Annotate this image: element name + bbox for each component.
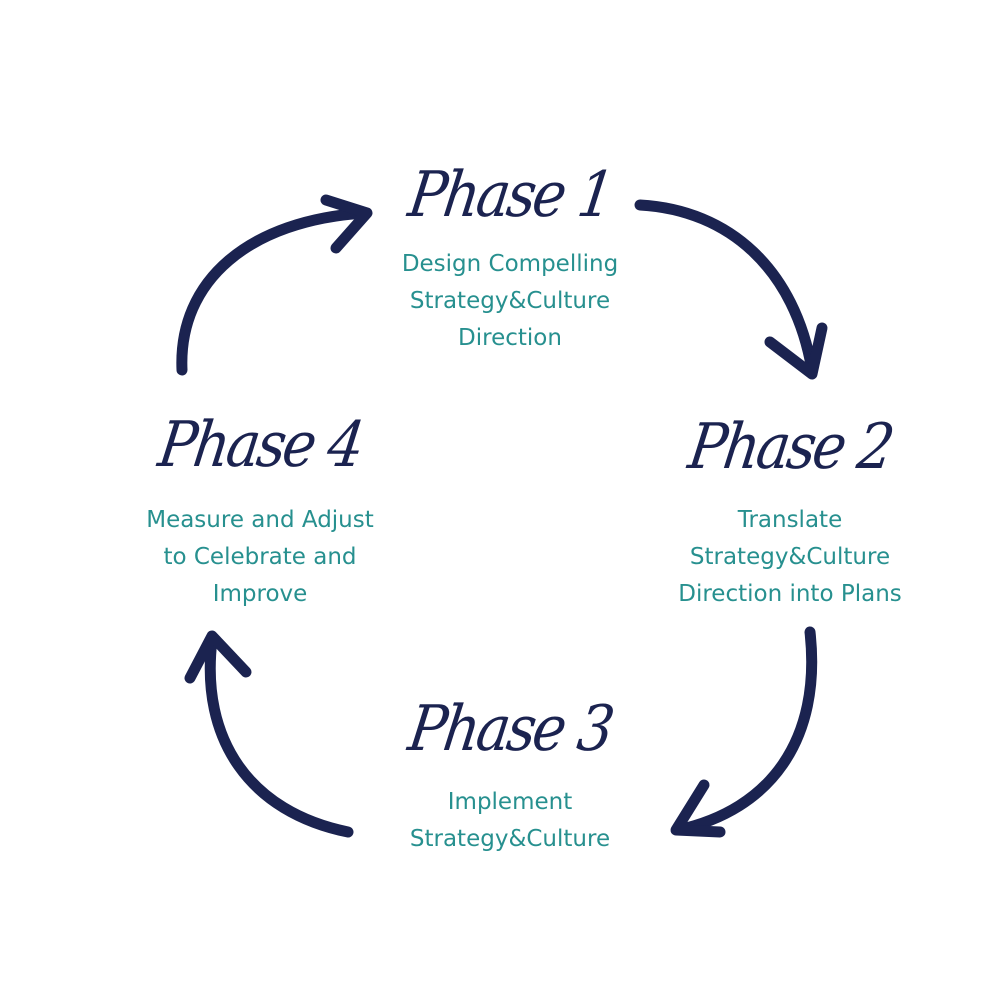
phase-1-description: Design Compelling Strategy&Culture Direc… xyxy=(401,251,619,351)
phase-4-block: Phase 4 Measure and Adjust to Celebrate … xyxy=(100,409,420,613)
phase-4-description: Measure and Adjust to Celebrate and Impr… xyxy=(146,507,374,607)
phase-2-block: Phase 2 Translate Strategy&Culture Direc… xyxy=(630,411,950,613)
phase-4-title: Phase 4 xyxy=(154,409,366,482)
arrow-phase2-to-phase3 xyxy=(670,626,818,838)
arrow-phase3-to-phase4 xyxy=(184,630,354,838)
phase-3-block: Phase 3 Implement Strategy&Culture xyxy=(360,693,660,858)
arrow-phase4-to-phase1 xyxy=(176,194,373,376)
phase-2-description: Translate Strategy&Culture Direction int… xyxy=(678,507,902,607)
phase-3-title: Phase 3 xyxy=(404,693,616,766)
phase-2-title: Phase 2 xyxy=(684,411,896,484)
phase-1-block: Phase 1 Design Compelling Strategy&Cultu… xyxy=(360,159,660,357)
phase-1-title: Phase 1 xyxy=(404,159,616,232)
arrow-phase1-to-phase2 xyxy=(634,199,828,380)
phase-3-description: Implement Strategy&Culture xyxy=(409,789,611,852)
